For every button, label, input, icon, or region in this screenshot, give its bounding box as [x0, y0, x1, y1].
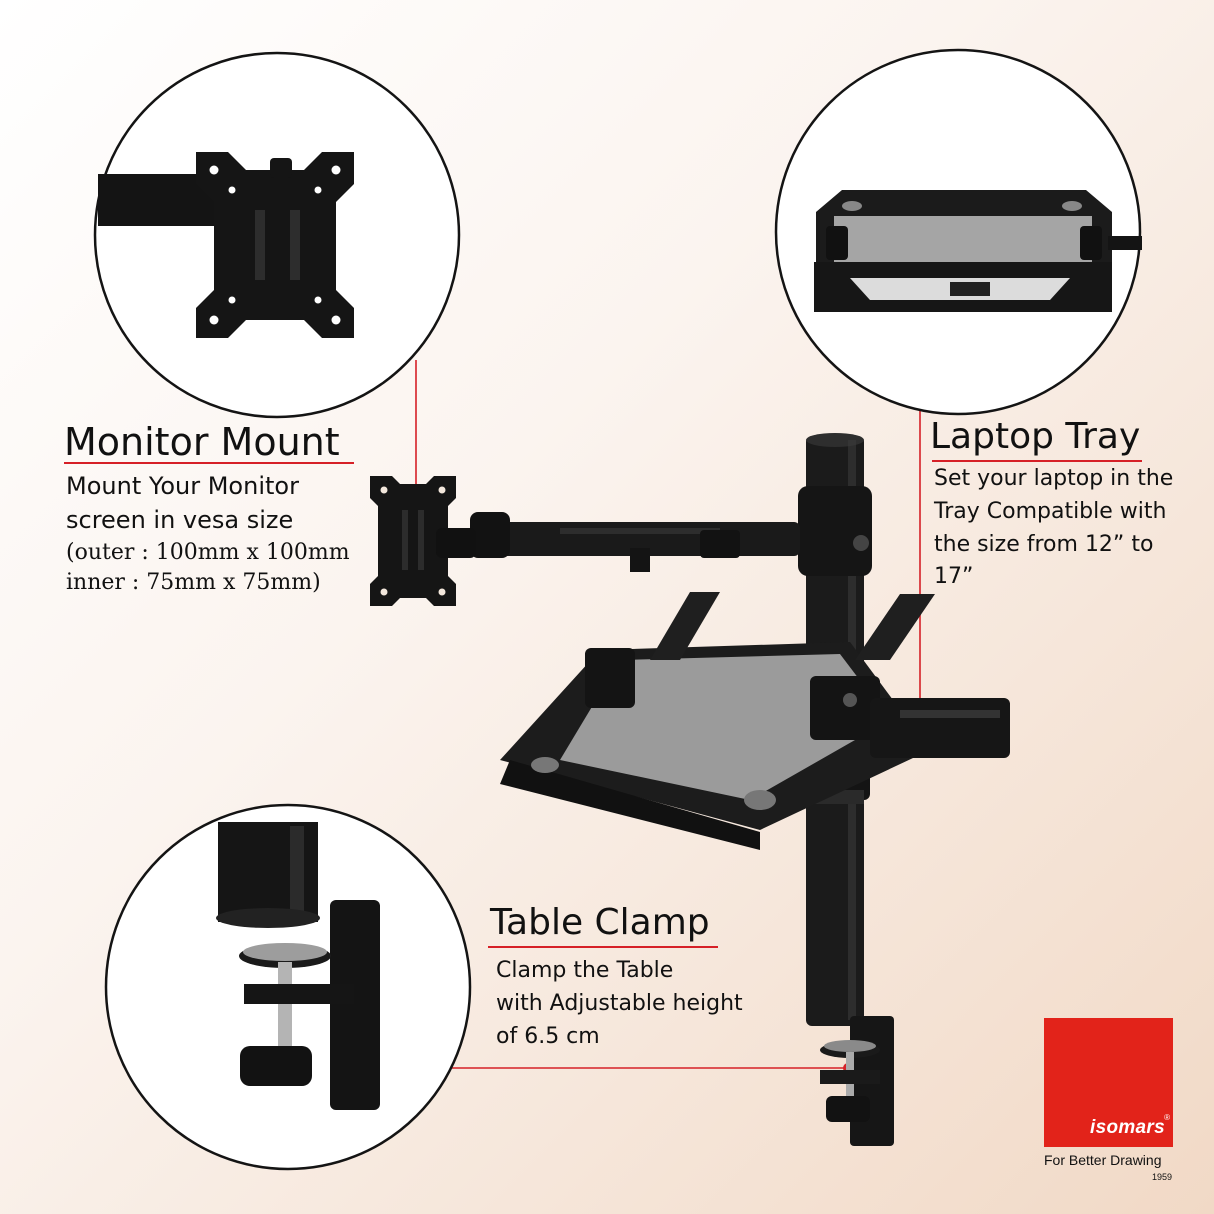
monitor-mount-underline — [64, 462, 354, 464]
monitor-mount-desc-line-4: inner : 75mm x 75mm) — [66, 570, 321, 595]
laptop-tray-desc-line-4: 17” — [934, 564, 974, 589]
laptop-tray-underline — [932, 460, 1142, 462]
table-clamp-desc-line-2: with Adjustable height — [496, 991, 743, 1016]
laptop-tray-inset — [774, 48, 1142, 416]
logo-tagline: For Better Drawing — [1044, 1152, 1162, 1168]
monitor-mount-desc-line-1: Mount Your Monitor — [66, 472, 299, 500]
laptop-tray-desc-line-1: Set your laptop in the — [934, 466, 1174, 491]
laptop-tray-desc-line-3: the size from 12” to — [934, 532, 1154, 557]
monitor-mount-title: Monitor Mount — [64, 420, 340, 464]
monitor-vesa-plate — [370, 476, 476, 606]
monitor-mount-inset — [93, 51, 461, 419]
table-clamp-title: Table Clamp — [490, 902, 710, 943]
monitor-mount-desc-line-3: (outer : 100mm x 100mm — [66, 540, 350, 565]
table-clamp-inset — [104, 803, 472, 1171]
logo-registered-mark: ® — [1164, 1113, 1170, 1122]
laptop-tray-title: Laptop Tray — [930, 416, 1141, 457]
table-clamp-desc-line-3: of 6.5 cm — [496, 1024, 600, 1049]
table-clamp-base — [820, 1016, 894, 1146]
isomars-logo: ® isomars — [1044, 1018, 1173, 1147]
logo-wordmark: isomars — [1090, 1117, 1165, 1138]
logo-year: 1959 — [1152, 1172, 1173, 1182]
laptop-tray-desc-line-2: Tray Compatible with — [934, 499, 1167, 524]
table-clamp-underline — [488, 946, 718, 948]
table-clamp-desc-line-1: Clamp the Table — [496, 958, 674, 983]
monitor-arm — [470, 512, 800, 572]
monitor-mount-desc-line-2: screen in vesa size — [66, 506, 294, 534]
laptop-tray — [500, 592, 1010, 850]
